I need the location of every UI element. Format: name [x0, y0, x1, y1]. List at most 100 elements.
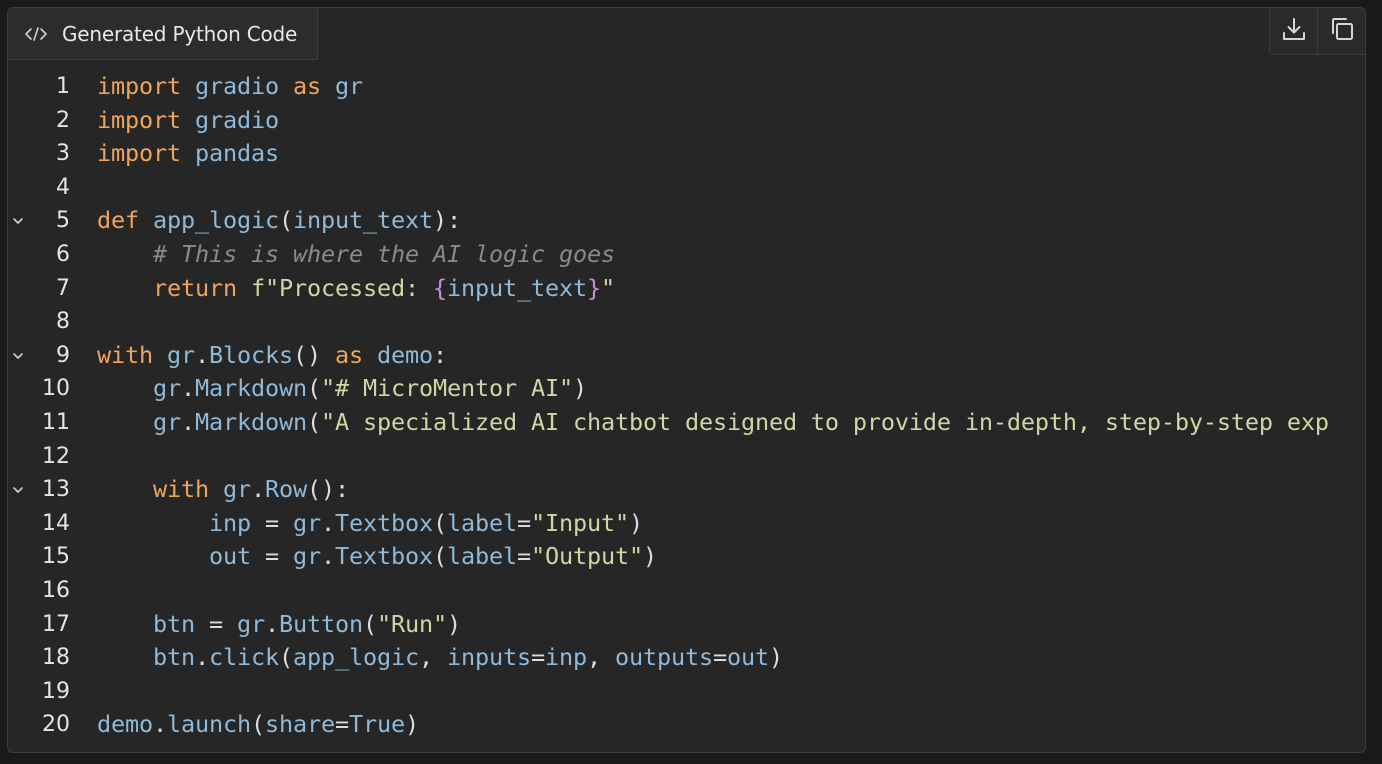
code-line[interactable]: 4 [8, 171, 1365, 205]
code-token [97, 408, 153, 436]
line-source: # This is where the AI logic goes [97, 238, 615, 272]
code-token: click [209, 643, 279, 672]
line-number: 5 [56, 208, 70, 234]
code-token: ( [278, 206, 293, 235]
code-token: . [321, 542, 335, 571]
code-token: pandas [195, 139, 279, 168]
code-line[interactable]: 11 gr.Markdown("A specialized AI chatbot… [8, 406, 1365, 440]
code-token: inp [209, 508, 251, 537]
code-token: True [349, 710, 405, 739]
code-token: gradio [195, 72, 279, 100]
code-token: gr [153, 407, 181, 436]
code-token: gr [153, 374, 181, 403]
code-token: . [181, 407, 195, 436]
code-token: import [97, 72, 181, 100]
code-token: ) [447, 609, 461, 638]
code-line[interactable]: 7 return f"Processed: {input_text}" [8, 272, 1365, 306]
code-line[interactable]: 14 inp = gr.Textbox(label="Input") [8, 507, 1365, 541]
code-token: "Input" [531, 508, 629, 537]
fold-chevron-icon[interactable] [10, 206, 26, 236]
line-number: 6 [56, 241, 70, 267]
code-line[interactable]: 8 [8, 305, 1365, 339]
code-token: gr [293, 508, 321, 537]
code-token [97, 274, 153, 302]
line-source: import gradio [97, 104, 279, 138]
code-icon [24, 25, 48, 43]
code-token: f"Processed: [251, 273, 433, 302]
code-token: = [517, 542, 531, 571]
code-line[interactable]: 12 [8, 440, 1365, 474]
code-token [97, 475, 153, 503]
code-token [363, 341, 377, 369]
code-line[interactable]: 16 [8, 574, 1365, 608]
code-token: demo [97, 710, 153, 739]
code-token: . [321, 508, 335, 537]
code-line[interactable]: 2 import gradio [8, 104, 1365, 138]
code-line[interactable]: 18 btn.click(app_logic, inputs=inp, outp… [8, 641, 1365, 675]
code-token [97, 374, 153, 402]
line-source: import pandas [97, 137, 279, 171]
code-token: . [195, 643, 209, 672]
code-token: input_text [292, 206, 433, 235]
code-tab-title: Generated Python Code [62, 21, 298, 46]
code-token [181, 106, 195, 134]
code-token: = [530, 643, 545, 672]
line-number: 18 [42, 645, 70, 671]
code-token: = [712, 643, 727, 672]
code-token: gradio [195, 105, 279, 134]
code-token: } [586, 273, 601, 302]
code-token: . [195, 340, 209, 369]
code-token: " [600, 273, 615, 302]
code-token: "A specialized AI chatbot designed to pr… [321, 407, 1329, 436]
code-token [97, 240, 153, 268]
download-button[interactable] [1270, 8, 1317, 54]
code-token: ( [433, 542, 447, 571]
code-token: label [447, 508, 517, 537]
line-number: 2 [56, 107, 70, 133]
line-number: 17 [42, 611, 70, 637]
code-token: share [265, 710, 335, 739]
code-token: btn [153, 609, 195, 638]
code-token [97, 643, 153, 671]
line-source: demo.launch(share=True) [97, 708, 419, 742]
line-number: 12 [42, 443, 70, 469]
code-token: ) [768, 643, 783, 672]
code-token [139, 206, 153, 234]
code-line[interactable]: 17 btn = gr.Button("Run") [8, 608, 1365, 642]
fold-chevron-icon[interactable] [10, 341, 26, 371]
code-token: outputs [614, 643, 713, 672]
code-token [97, 542, 209, 570]
code-token: Button [279, 609, 363, 638]
fold-chevron-icon[interactable] [10, 475, 26, 505]
code-token [279, 72, 293, 100]
code-token: = [335, 710, 349, 739]
code-line[interactable]: 6 # This is where the AI logic goes [8, 238, 1365, 272]
line-source: gr.Markdown("# MicroMentor AI") [97, 372, 587, 406]
code-line[interactable]: 13 with gr.Row(): [8, 473, 1365, 507]
code-tab[interactable]: Generated Python Code [8, 8, 318, 60]
code-token: ( [279, 643, 293, 672]
line-source: btn = gr.Button("Run") [97, 608, 461, 642]
line-number: 10 [42, 376, 70, 402]
code-token: , [586, 643, 615, 672]
code-line[interactable]: 10 gr.Markdown("# MicroMentor AI") [8, 372, 1365, 406]
code-line[interactable]: 15 out = gr.Textbox(label="Output") [8, 540, 1365, 574]
code-token [153, 341, 167, 369]
code-token: import [97, 139, 181, 168]
code-toolbar [1269, 8, 1365, 55]
code-token: Markdown [195, 374, 307, 403]
code-token: ) [572, 374, 587, 403]
code-token: gr [293, 542, 321, 571]
code-token: Row [265, 475, 307, 504]
code-token: ( [307, 374, 321, 403]
copy-button[interactable] [1318, 8, 1365, 54]
line-source: btn.click(app_logic, inputs=inp, outputs… [97, 641, 783, 675]
code-line[interactable]: 19 [8, 675, 1365, 709]
code-token: = [517, 508, 531, 537]
